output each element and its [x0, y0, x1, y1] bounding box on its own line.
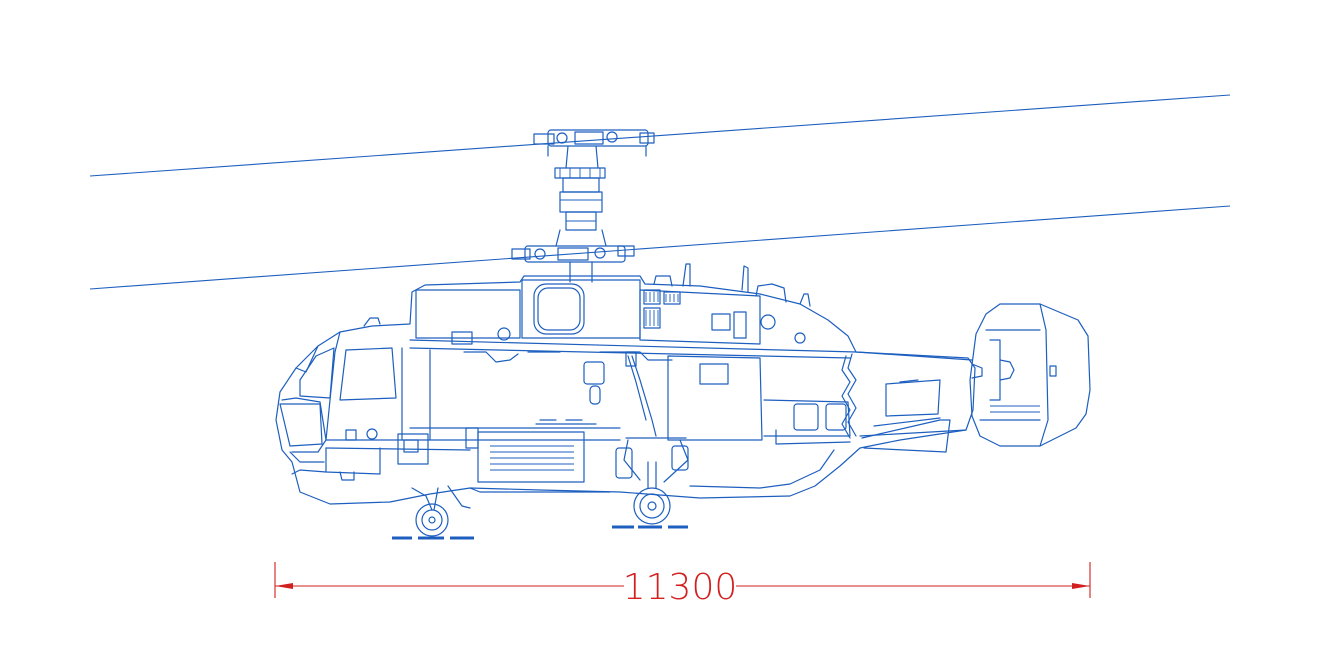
rotor-blades [89, 94, 1231, 290]
overall-length-dimension: 11300 [274, 562, 1091, 608]
tail-boom [841, 351, 973, 453]
tail-fin-outline [969, 303, 1091, 447]
rotor-mast [511, 129, 655, 283]
lower-rotor-blade [89, 205, 1231, 290]
dimension-arrow-right [1072, 583, 1090, 589]
overall-length-label: 11300 [623, 567, 738, 608]
engine-grille [477, 431, 585, 483]
dimension-arrow-left [275, 583, 293, 589]
upper-rotor-blade [89, 94, 1231, 177]
fuselage-outline [275, 275, 976, 505]
cockpit-window [339, 347, 397, 401]
ground-markers [392, 525, 688, 540]
nose-landing-gear [411, 485, 471, 537]
tail-fins [969, 303, 1091, 447]
main-landing-gear [615, 351, 689, 525]
engine-vents [643, 289, 681, 329]
fuselage [275, 263, 976, 537]
